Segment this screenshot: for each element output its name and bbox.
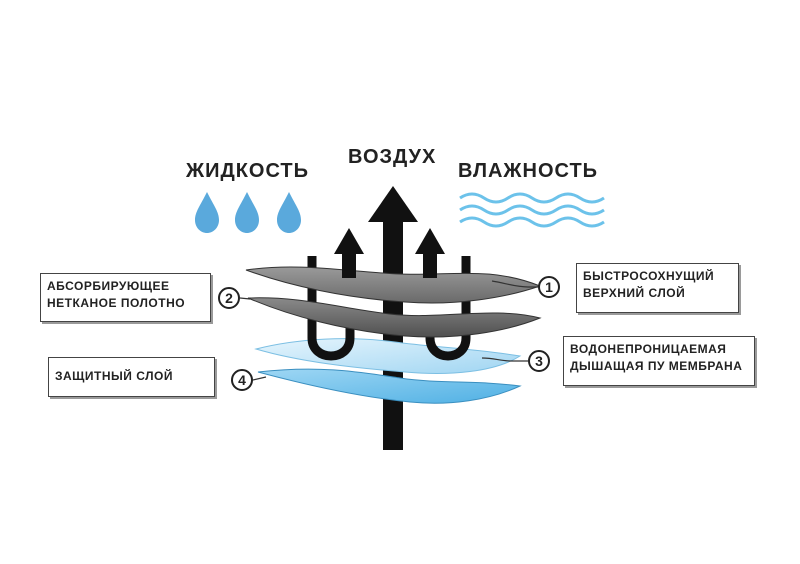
- layer-label-3: ВОДОНЕПРОНИЦАЕМАЯ ДЫШАЩАЯ ПУ МЕМБРАНА: [563, 336, 755, 386]
- liquid-heading: ЖИДКОСТЬ: [186, 160, 309, 182]
- air-heading: ВОЗДУХ: [348, 146, 437, 168]
- up-arrow-icon: [415, 228, 445, 254]
- protective-layer: [257, 368, 522, 404]
- layer-number-1: 1: [538, 276, 560, 298]
- water-droplet-icon: [195, 192, 219, 233]
- leader-line-3: [481, 357, 528, 362]
- left-arrow-shaft: [342, 252, 356, 278]
- leader-line-2: [239, 297, 251, 300]
- water-droplet-icon: [235, 192, 259, 233]
- humidity-heading: ВЛАЖНОСТЬ: [458, 160, 599, 182]
- layer-label-line: ВЕРХНИЙ СЛОЙ: [583, 286, 686, 300]
- layer-label-line: НЕТКАНОЕ ПОЛОТНО: [47, 296, 186, 310]
- layer-label-1: БЫСТРОСОХНУЩИЙ ВЕРХНИЙ СЛОЙ: [576, 263, 739, 313]
- layer-number-3: 3: [528, 350, 550, 372]
- layer-label-line: БЫСТРОСОХНУЩИЙ: [583, 269, 715, 283]
- layer-label-2: АБСОРБИРУЮЩЕЕ НЕТКАНОЕ ПОЛОТНО: [40, 273, 211, 322]
- leader-line-4: [252, 376, 267, 381]
- layer-label-line: ДЫШАЩАЯ ПУ МЕМБРАНА: [570, 359, 743, 373]
- water-droplet-icon: [277, 192, 301, 233]
- layer-label-line: ВОДОНЕПРОНИЦАЕМАЯ: [570, 342, 727, 356]
- layer-number-2: 2: [218, 287, 240, 309]
- absorbent-layer: [247, 297, 542, 338]
- leader-line-1: [491, 280, 538, 288]
- right-u-arrow: [425, 256, 471, 361]
- left-u-arrow: [307, 256, 355, 361]
- up-arrow-icon: [368, 186, 418, 222]
- layer-label-line: ЗАЩИТНЫЙ СЛОЙ: [55, 369, 173, 383]
- membrane-layer: [254, 338, 522, 374]
- humidity-waves-icon: [459, 192, 605, 228]
- layer-number-4: 4: [231, 369, 253, 391]
- right-arrow-shaft: [423, 252, 437, 278]
- layer-label-4: ЗАЩИТНЫЙ СЛОЙ: [48, 357, 215, 397]
- layer-label-line: АБСОРБИРУЮЩЕЕ: [47, 279, 170, 293]
- up-arrow-icon: [334, 228, 364, 254]
